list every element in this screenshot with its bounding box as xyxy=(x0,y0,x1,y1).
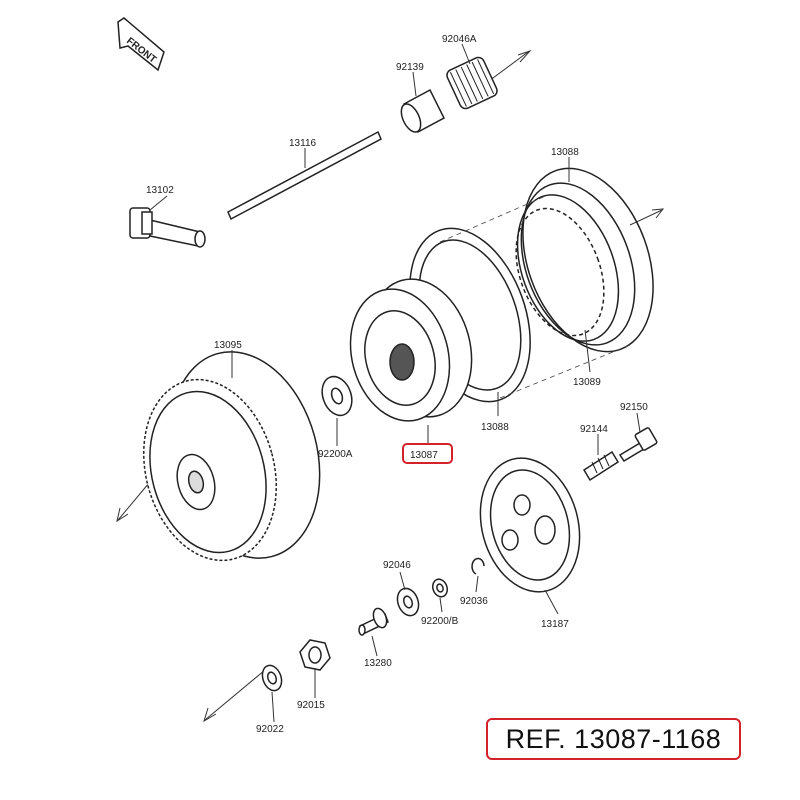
bolt-92150 xyxy=(618,427,658,463)
pressure-plate-13187 xyxy=(479,457,581,593)
clutch-hub-13087 xyxy=(349,278,473,422)
part-label-92046a: 92046A xyxy=(442,34,477,45)
friction-plates-13088 xyxy=(515,167,654,353)
part-label-92015: 92015 xyxy=(297,700,325,711)
part-label-92144: 92144 xyxy=(580,424,608,435)
leader-lines xyxy=(149,43,641,723)
nut-92015 xyxy=(299,639,331,671)
circlip-92036 xyxy=(471,557,485,575)
part-label-13116: 13116 xyxy=(289,138,317,149)
pusher-13280 xyxy=(358,607,389,636)
collar-92139 xyxy=(400,88,445,134)
part-label-13187: 13187 xyxy=(541,619,569,630)
alignment-lines xyxy=(439,194,631,399)
part-label-13102: 13102 xyxy=(146,185,174,196)
part-label-92139: 92139 xyxy=(396,62,424,73)
part-label-13280: 13280 xyxy=(364,658,392,669)
washer-92022 xyxy=(261,664,283,692)
part-label-92200b: 92200/B xyxy=(421,616,459,627)
spring-92144 xyxy=(582,450,620,482)
part-label-13095: 13095 xyxy=(214,340,242,351)
part-label-92150: 92150 xyxy=(620,402,648,413)
washer-92200b xyxy=(431,578,449,598)
part-label-13087: 13087 xyxy=(410,450,438,461)
reference-text: REF. 13087-1168 xyxy=(505,723,722,754)
needle-bearing-92046a xyxy=(446,56,498,110)
part-label-92022: 92022 xyxy=(256,724,284,735)
part-label-13089: 13089 xyxy=(573,377,601,388)
front-arrow-icon: FRONT xyxy=(117,17,165,72)
part-label-92200a: 92200A xyxy=(318,449,353,460)
part-label-92036: 92036 xyxy=(460,596,488,607)
part-label-13088-top: 13088 xyxy=(551,147,579,158)
washer-92200a xyxy=(321,375,353,417)
release-lever-13102 xyxy=(129,207,206,248)
part-label-13088-bottom: 13088 xyxy=(481,422,509,433)
part-label-92046: 92046 xyxy=(383,560,411,571)
clutch-housing-13095 xyxy=(143,351,321,562)
push-rod-13116 xyxy=(227,130,382,221)
bearing-92046 xyxy=(396,587,420,617)
reference-box: REF. 13087-1168 xyxy=(486,718,741,760)
part-13087-highlight-box xyxy=(402,443,453,464)
